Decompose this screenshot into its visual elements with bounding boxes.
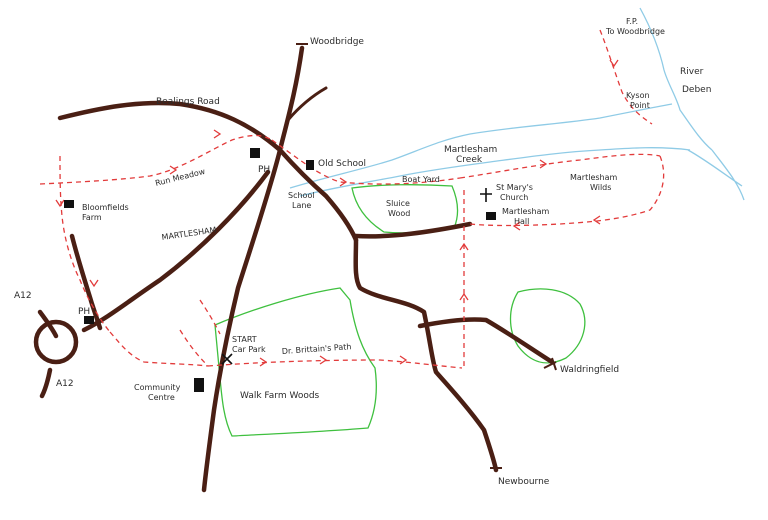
label-martlesham-creek-1: Martlesham [444, 145, 497, 155]
label-dr-brittains-path: Dr. Brittain's Path [282, 342, 352, 356]
label-st-marys-1: St Mary's [496, 183, 533, 192]
label-community-2: Centre [148, 393, 175, 402]
road-martlesham-to-a12 [81, 169, 271, 333]
label-run-meadow: Run Meadow [154, 167, 206, 188]
path-arrow-icon [55, 199, 65, 208]
label-st-marys-2: Church [500, 193, 528, 202]
label-ph-bottom: PH [78, 307, 90, 317]
label-car-park: Car Park [232, 345, 266, 354]
path-arrow-icon [512, 221, 521, 231]
church-cross-icon [480, 188, 492, 202]
water-features [289, 7, 745, 201]
label-start: START [232, 335, 257, 344]
path-arrow-icon [459, 242, 469, 251]
label-waldringfield: Waldringfield [560, 365, 619, 375]
footpath-bloomfields-west [59, 155, 111, 333]
buildings [64, 148, 496, 392]
walk-farm-woods-outline [214, 287, 377, 437]
label-martlesham-creek-2: Creek [456, 155, 483, 165]
river-deben-east-bank [687, 149, 745, 201]
path-arrow-icon [213, 129, 222, 139]
road-school-lane [277, 147, 359, 243]
label-fp-1: F.P. [626, 17, 638, 26]
woodland-east-outline [509, 288, 586, 364]
path-arrow-icon [609, 59, 619, 68]
path-arrow-icon [339, 177, 348, 187]
path-arrow-icon [399, 355, 408, 365]
label-woodbridge: Woodbridge [310, 37, 364, 47]
footpath-to-community-centre [109, 331, 209, 367]
roads [33, 45, 555, 493]
label-community-1: Community [134, 383, 181, 392]
label-kyson-1: Kyson [626, 91, 650, 100]
start-cross-icon [221, 353, 233, 365]
path-direction-arrows [55, 59, 619, 367]
creek-north-bank [289, 103, 673, 189]
path-arrow-icon [459, 292, 469, 301]
a12-roundabout [33, 319, 79, 365]
footpath-mid-link [179, 299, 221, 367]
label-school-1: School [288, 191, 315, 200]
label-bloomfields-1: Bloomfields [82, 203, 129, 212]
road-bealings [57, 100, 283, 153]
path-arrow-icon [539, 159, 548, 169]
path-arrow-icon [319, 355, 328, 365]
label-ph-top: PH [258, 165, 270, 175]
label-bloomfields-2: Farm [82, 213, 102, 222]
footpath-run-meadow [39, 134, 273, 185]
footpath-dr-brittains [207, 359, 463, 369]
road-south-newbourne [353, 237, 499, 473]
label-a12-bottom: A12 [56, 379, 74, 389]
waldringfield-arrow-icon [543, 357, 557, 371]
path-arrow-icon [592, 215, 601, 225]
old-school-building [306, 160, 314, 170]
label-kyson-2: Point [630, 101, 650, 110]
path-arrow-icon [89, 279, 99, 288]
symbols [221, 188, 492, 365]
pub-bottom-building [84, 316, 94, 324]
road-end-markers [296, 43, 557, 469]
label-old-school: Old School [318, 159, 366, 169]
road-waldringfield [417, 317, 555, 365]
label-sluice-1: Sluice [386, 199, 410, 208]
label-martlesham-wilds-1: Martlesham [570, 173, 618, 182]
bloomfields-farm-building [64, 200, 74, 208]
road-a12-bottom [39, 367, 53, 399]
road-branch-ne [286, 86, 328, 122]
road-to-church [353, 221, 473, 239]
label-school-2: Lane [292, 201, 311, 210]
label-martlesham-hall-2: Hall [514, 217, 529, 226]
label-sluice-2: Wood [388, 209, 410, 218]
label-martlesham-wilds-2: Wilds [590, 183, 611, 192]
label-a12-top: A12 [14, 291, 32, 301]
label-fp-2: To Woodbridge [605, 27, 665, 36]
river-deben-west-bank [639, 7, 713, 151]
footpath-creek-east [459, 153, 661, 179]
map-labels: Woodbridge Bealings Road Old School PH R… [14, 17, 711, 487]
footpath-creek-west [271, 139, 461, 185]
footpaths [39, 29, 665, 369]
label-walk-farm-woods: Walk Farm Woods [240, 391, 320, 401]
label-river-1: River [680, 67, 704, 77]
label-martlesham-hall-1: Martlesham [502, 207, 550, 216]
label-river-2: Deben [682, 85, 711, 95]
creek-south-bank [299, 147, 691, 197]
path-arrow-icon [259, 357, 268, 367]
footpath-to-kyson [599, 29, 653, 125]
label-bealings-road: Bealings Road [156, 97, 220, 107]
path-arrow-icon [169, 165, 178, 175]
martlesham-hall-building [486, 212, 496, 220]
label-newbourne: Newbourne [498, 477, 550, 487]
road-woodbridge-north [201, 45, 305, 493]
label-boatyard: Boat Yard [402, 175, 440, 184]
pub-top-building [250, 148, 260, 158]
community-centre-building [194, 378, 204, 392]
